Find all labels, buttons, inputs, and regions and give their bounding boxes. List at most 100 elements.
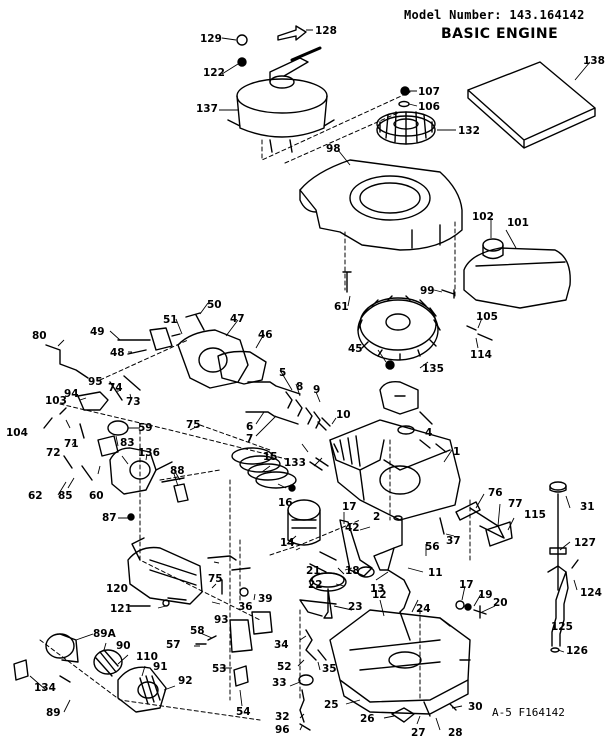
part-callout-87: 87: [102, 512, 117, 524]
part-callout-56: 56: [425, 541, 440, 553]
drawing-reference: A-5 F164142: [492, 706, 565, 719]
air-cleaner: [127, 537, 203, 607]
part-callout-103: 103: [45, 395, 67, 407]
part-callout-126: 126: [566, 645, 588, 657]
part-callout-45: 45: [348, 343, 363, 355]
part-callout-31: 31: [580, 501, 595, 513]
part-callout-33: 33: [272, 677, 287, 689]
part-callout-90: 90: [116, 640, 131, 652]
part-callout-32: 32: [275, 711, 290, 723]
flywheel: [357, 295, 441, 370]
part-callout-101: 101: [507, 217, 529, 229]
part-callout-94: 94: [64, 388, 79, 400]
part-callout-136: 136: [138, 447, 160, 459]
part-callout-77: 77: [508, 498, 523, 510]
part-callout-6: 6: [246, 421, 253, 433]
part-callout-105: 105: [476, 311, 498, 323]
part-callout-121: 121: [110, 603, 132, 615]
crankshaft: [373, 515, 411, 641]
part-callout-46: 46: [258, 329, 273, 341]
part-callout-50: 50: [207, 299, 222, 311]
engine-base: [329, 609, 471, 715]
part-callout-49: 49: [90, 326, 105, 338]
part-callout-8: 8: [296, 381, 303, 393]
model-number-line: Model Number: 143.164142: [404, 8, 585, 22]
model-number-value: 143.164142: [509, 8, 585, 22]
piston: [287, 499, 321, 546]
part-callout-4: 4: [425, 427, 432, 439]
part-callout-54: 54: [236, 706, 251, 718]
part-callout-96: 96: [275, 724, 290, 736]
part-callout-13: 13: [370, 583, 385, 595]
part-callout-15: 15: [263, 451, 278, 463]
part-callout-133: 133: [284, 457, 306, 469]
part-callout-11: 11: [428, 567, 443, 579]
part-callout-88: 88: [170, 465, 185, 477]
part-callout-102: 102: [472, 211, 494, 223]
part-callout-10: 10: [336, 409, 351, 421]
part-callout-71: 71: [64, 438, 79, 450]
part-callout-76: 76: [488, 487, 503, 499]
part-callout-75: 75: [186, 419, 201, 431]
part-callout-85: 85: [58, 490, 73, 502]
air-filter-pad: [467, 61, 596, 149]
part-callout-61: 61: [334, 301, 349, 313]
part-callout-89: 89: [46, 707, 61, 719]
part-callout-52: 52: [277, 661, 292, 673]
assembly-guide-lines: [39, 91, 471, 721]
part-callout-17: 17: [342, 501, 357, 513]
part-callout-53: 53: [212, 663, 227, 675]
fuel-tank: [463, 238, 571, 309]
part-callout-60: 60: [89, 490, 104, 502]
part-callout-36: 36: [238, 601, 253, 613]
part-callout-75: 75: [208, 573, 223, 585]
part-callout-19: 19: [478, 589, 493, 601]
part-callout-132: 132: [458, 125, 480, 137]
part-callout-115: 115: [524, 509, 546, 521]
part-callout-129: 129: [200, 33, 222, 45]
part-callout-21: 21: [306, 565, 321, 577]
part-callout-12: 12: [372, 589, 387, 601]
part-callout-1: 1: [453, 446, 460, 458]
part-callout-5: 5: [279, 367, 286, 379]
part-callout-114: 114: [470, 349, 492, 361]
part-callout-106: 106: [418, 101, 440, 113]
rewind-starter: [227, 25, 335, 153]
rotating-screen: [376, 111, 436, 145]
part-callout-120: 120: [106, 583, 128, 595]
part-callout-107: 107: [418, 86, 440, 98]
part-callout-20: 20: [493, 597, 508, 609]
part-callout-48: 48: [110, 347, 125, 359]
part-callout-30: 30: [468, 701, 483, 713]
part-callout-98: 98: [326, 143, 341, 155]
part-callout-62: 62: [28, 490, 43, 502]
part-callout-2: 2: [373, 511, 380, 523]
part-callout-51: 51: [163, 314, 178, 326]
part-callout-83: 83: [120, 437, 135, 449]
part-callout-72: 72: [46, 447, 61, 459]
piston-rings: [231, 447, 297, 489]
diagram-title: BASIC ENGINE: [441, 26, 559, 42]
model-number-label: Model Number:: [404, 8, 502, 22]
part-callout-14: 14: [280, 537, 295, 549]
part-callout-137: 137: [196, 103, 218, 115]
part-callout-35: 35: [322, 663, 337, 675]
air-filter-assembly: [45, 633, 167, 713]
part-callout-134: 134: [34, 682, 56, 694]
part-callout-16: 16: [278, 497, 293, 509]
part-callout-92: 92: [178, 675, 193, 687]
part-callout-9: 9: [313, 384, 320, 396]
part-callout-74: 74: [108, 382, 123, 394]
part-callout-99: 99: [420, 285, 435, 297]
part-callout-95: 95: [88, 376, 103, 388]
part-callout-39: 39: [258, 593, 273, 605]
part-callout-28: 28: [448, 727, 463, 739]
part-callout-128: 128: [315, 25, 337, 37]
part-callout-91: 91: [153, 661, 168, 673]
part-callout-25: 25: [324, 699, 339, 711]
part-callout-58: 58: [190, 625, 205, 637]
part-callout-59: 59: [138, 422, 153, 434]
part-callout-26: 26: [360, 713, 375, 725]
